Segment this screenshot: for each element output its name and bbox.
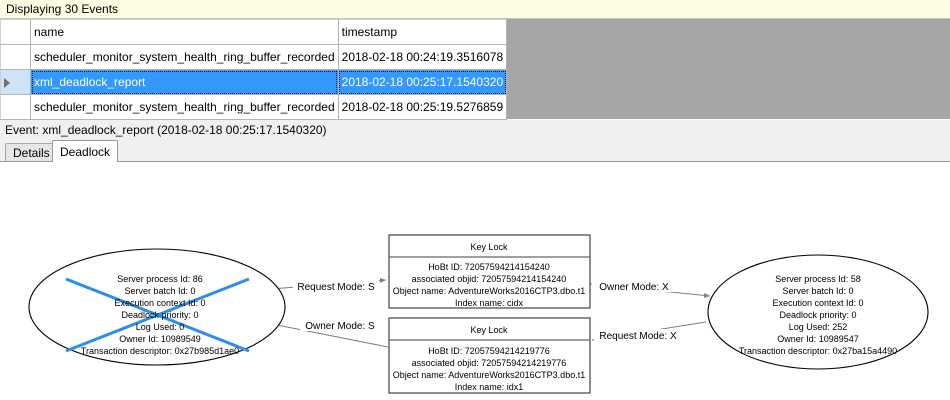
process-right-line-1: Server process Id: 58 [775, 274, 861, 284]
edge-label-owner-s: Owner Mode: S [305, 321, 375, 332]
edge-label-owner-x: Owner Mode: X [599, 282, 669, 293]
table-row[interactable]: scheduler_monitor_system_health_ring_buf… [0, 94, 508, 120]
resource-node-keylock-bottom[interactable]: Key Lock HoBt ID: 72057594214219776 asso… [388, 317, 591, 394]
process-right-line-6: Owner Id: 10989547 [777, 334, 859, 344]
keylock-top-line-3: Object name: AdventureWorks2016CTP3.dbo.… [393, 286, 585, 296]
tab-strip: Details Deadlock [0, 140, 950, 162]
row-selector-cell[interactable] [0, 44, 31, 70]
row-selector-cell[interactable] [0, 69, 31, 95]
process-right-line-7: Transaction descriptor: 0x27ba15a4490 [739, 346, 897, 356]
keylock-bottom-line-1: HoBt ID: 72057594214219776 [428, 346, 550, 356]
keylock-bottom-line-4: Index name: idx1 [455, 382, 524, 392]
process-node-right[interactable]: Server process Id: 58 Server batch Id: 0… [707, 254, 929, 370]
cell-timestamp: 2018-02-18 00:24:19.3516078 [337, 44, 508, 70]
table-row-selected[interactable]: xml_deadlock_report 2018-02-18 00:25:17.… [0, 69, 508, 95]
keylock-bottom-line-2: associated objid: 72057594214219776 [412, 358, 567, 368]
process-left-line-2: Server batch Id: 0 [124, 286, 195, 296]
column-header-selector[interactable] [0, 19, 31, 45]
keylock-top-line-1: HoBt ID: 72057594214154240 [428, 262, 550, 272]
victim-x-icon [65, 277, 250, 353]
edge-label-request-s: Request Mode: S [297, 282, 375, 293]
events-grid[interactable]: name timestamp scheduler_monitor_system_… [0, 19, 508, 120]
process-left-line-7: Transaction descriptor: 0x27b985d1ae0 [81, 346, 239, 356]
cell-name: xml_deadlock_report [30, 69, 339, 95]
process-left-line-6: Owner Id: 10989549 [119, 334, 201, 344]
keylock-bottom-line-3: Object name: AdventureWorks2016CTP3.dbo.… [393, 370, 585, 380]
row-selector-cell[interactable] [0, 94, 31, 120]
cell-name: scheduler_monitor_system_health_ring_buf… [30, 44, 339, 70]
process-right-line-5: Log Used: 252 [789, 322, 848, 332]
edge-label-request-x: Request Mode: X [599, 331, 677, 342]
tab-details[interactable]: Details [5, 143, 58, 162]
process-right-line-2: Server batch Id: 0 [782, 286, 853, 296]
process-right-line-3: Execution context Id: 0 [772, 298, 863, 308]
resource-node-keylock-top[interactable]: Key Lock HoBt ID: 72057594214154240 asso… [388, 234, 591, 309]
deadlock-graph-svg: Request Mode: S Owner Mode: S Owner Mode… [28, 234, 929, 394]
process-right-line-4: Deadlock priority: 0 [779, 310, 856, 320]
column-header-timestamp[interactable]: timestamp [337, 19, 508, 45]
cell-timestamp: 2018-02-18 00:25:19.5276859 [337, 94, 508, 120]
edge-request-x: Request Mode: X [591, 321, 707, 342]
cell-timestamp: 2018-02-18 00:25:17.1540320 [337, 69, 508, 95]
edge-owner-x: Owner Mode: X [589, 280, 711, 298]
process-node-left[interactable]: Server process Id: 86 Server batch Id: 0… [28, 248, 286, 366]
keylock-top-title: Key Lock [470, 242, 508, 252]
tab-deadlock[interactable]: Deadlock [52, 140, 119, 162]
edge-request-s: Request Mode: S [257, 277, 387, 293]
process-left-line-5: Log Used: 0 [136, 322, 185, 332]
grid-header-row: name timestamp [0, 19, 508, 45]
displaying-events-banner: Displaying 30 Events [0, 0, 950, 19]
table-row[interactable]: scheduler_monitor_system_health_ring_buf… [0, 44, 508, 70]
column-header-name[interactable]: name [30, 19, 339, 45]
process-left-line-3: Execution context Id: 0 [114, 298, 205, 308]
edge-owner-s: Owner Mode: S [271, 319, 389, 348]
keylock-bottom-title: Key Lock [470, 325, 508, 335]
events-grid-container: name timestamp scheduler_monitor_system_… [0, 19, 950, 120]
cell-name: scheduler_monitor_system_health_ring_buf… [30, 94, 339, 120]
deadlock-graph-canvas[interactable]: Request Mode: S Owner Mode: S Owner Mode… [0, 161, 950, 400]
row-arrow-icon [4, 77, 10, 88]
process-left-line-1: Server process Id: 86 [117, 274, 203, 284]
process-left-line-4: Deadlock priority: 0 [121, 310, 198, 320]
event-caption: Event: xml_deadlock_report (2018-02-18 0… [0, 120, 950, 140]
keylock-top-line-2: associated objid: 72057594214154240 [412, 274, 567, 284]
keylock-top-line-4: Index name: cidx [455, 298, 524, 308]
